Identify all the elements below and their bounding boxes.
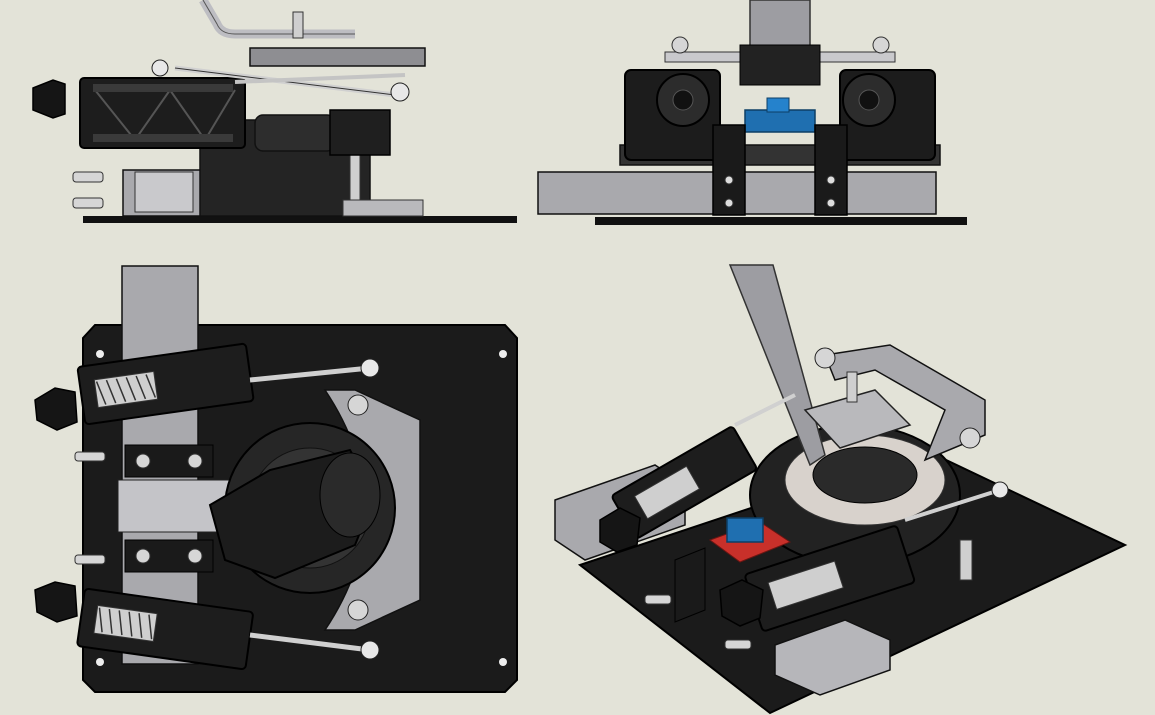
top-upper-link [249,365,371,383]
top-screw [74,554,106,565]
side-base-plate [83,216,517,223]
side-pivot-block [329,109,391,156]
side-view-drawing [32,0,517,223]
iso-pcb-connector [726,517,764,543]
iso-screw [724,639,752,650]
top-plate-hole [96,350,104,358]
iso-stick [728,264,826,467]
side-stick-rod [199,0,355,39]
top-plate-hole [499,658,507,666]
front-nut [671,36,689,54]
side-view [25,0,525,235]
front-bolt [826,175,836,185]
top-view [25,260,525,700]
front-base-plate [595,217,967,225]
top-arc-bolt [347,599,369,621]
top-lower-link [249,632,371,653]
side-linkage-rod [234,73,406,84]
side-standoff [349,149,361,206]
front-bolt [724,198,734,208]
top-arc-bolt [347,394,369,416]
front-view-drawing [537,0,967,225]
iso-screw [644,594,672,605]
iso-standoff [959,539,973,581]
side-top-plate [249,47,426,67]
side-motor [254,114,336,152]
iso-right-knob [719,579,764,627]
front-bolt [724,175,734,185]
top-plate-hole [96,658,104,666]
side-screw [72,171,104,183]
iso-left-link [734,393,796,427]
front-stick [749,0,811,51]
side-ball-joint [390,82,410,102]
top-lower-knob [34,581,78,623]
isometric-view [545,260,1145,715]
top-screw [74,451,106,462]
front-pcb-connector [744,109,816,133]
iso-upright [674,547,706,623]
front-view [535,0,975,235]
top-view-drawing [34,265,518,693]
side-spring-cartridge [79,77,246,149]
front-bolt [826,198,836,208]
side-screw [72,197,104,209]
front-nut [872,36,890,54]
isometric-view-drawing [554,264,1128,715]
top-plate-hole [499,350,507,358]
iso-left-knob [599,507,641,553]
side-knob [32,79,66,119]
iso-grey-block [774,619,891,696]
top-upper-knob [34,387,78,431]
iso-right-link [904,488,1001,522]
side-ball-joint [151,59,169,77]
